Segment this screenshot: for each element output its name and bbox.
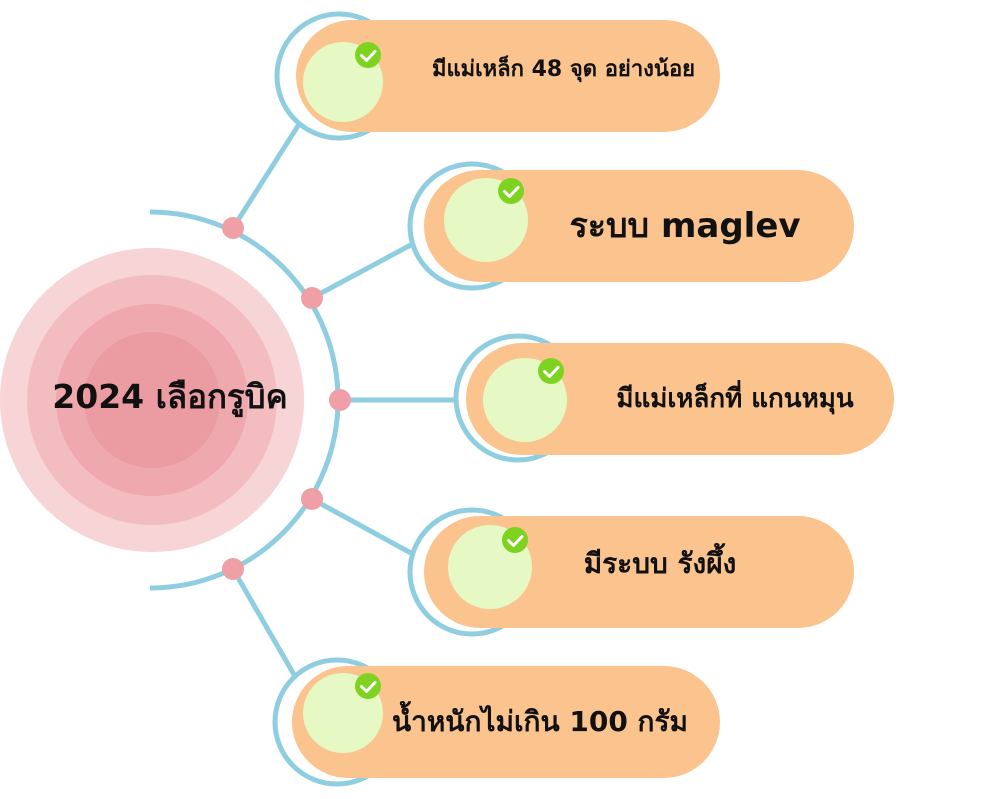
center-ring-core [84,332,220,468]
connector-line-4 [230,567,303,687]
junction-dot-4 [222,558,244,580]
connector-line-1 [310,237,422,301]
item-node-2 [453,333,894,463]
connector-line-0 [230,116,306,230]
item-node-4 [272,657,720,787]
item-node-3 [407,507,854,637]
junction-dot-0 [222,217,244,239]
item-label-1: ระบบ maglev [569,205,801,246]
item-label-4: น้ำหนักไม่เกิน 100 กรัม [391,704,688,738]
junction-dots [222,217,351,580]
check-icon [538,358,564,384]
item-node-1 [407,161,854,291]
check-icon [498,178,524,204]
center-title: 2024 เลือกรูบิค [52,377,288,416]
connector-line-3 [310,496,422,561]
center-node [0,248,304,552]
item-node-0 [274,11,720,141]
junction-dot-2 [329,389,351,411]
item-pill [424,170,854,282]
item-pill [296,20,720,132]
item-pill [424,516,854,628]
connector-lines [230,116,460,687]
item-pill [292,666,720,778]
check-icon [355,673,381,699]
item-label-2: มีแม่เหล็กที่ แกนหมุน [616,384,854,415]
item-label-0: มีแม่เหล็ก 48 จุด อย่างน้อย [431,56,696,82]
check-icon [355,42,381,68]
check-icon [502,527,528,553]
junction-dot-1 [301,287,323,309]
junction-dot-3 [301,488,323,510]
item-label-3: มีระบบ รังผึ้ง [583,546,737,580]
item-pill [466,343,894,455]
